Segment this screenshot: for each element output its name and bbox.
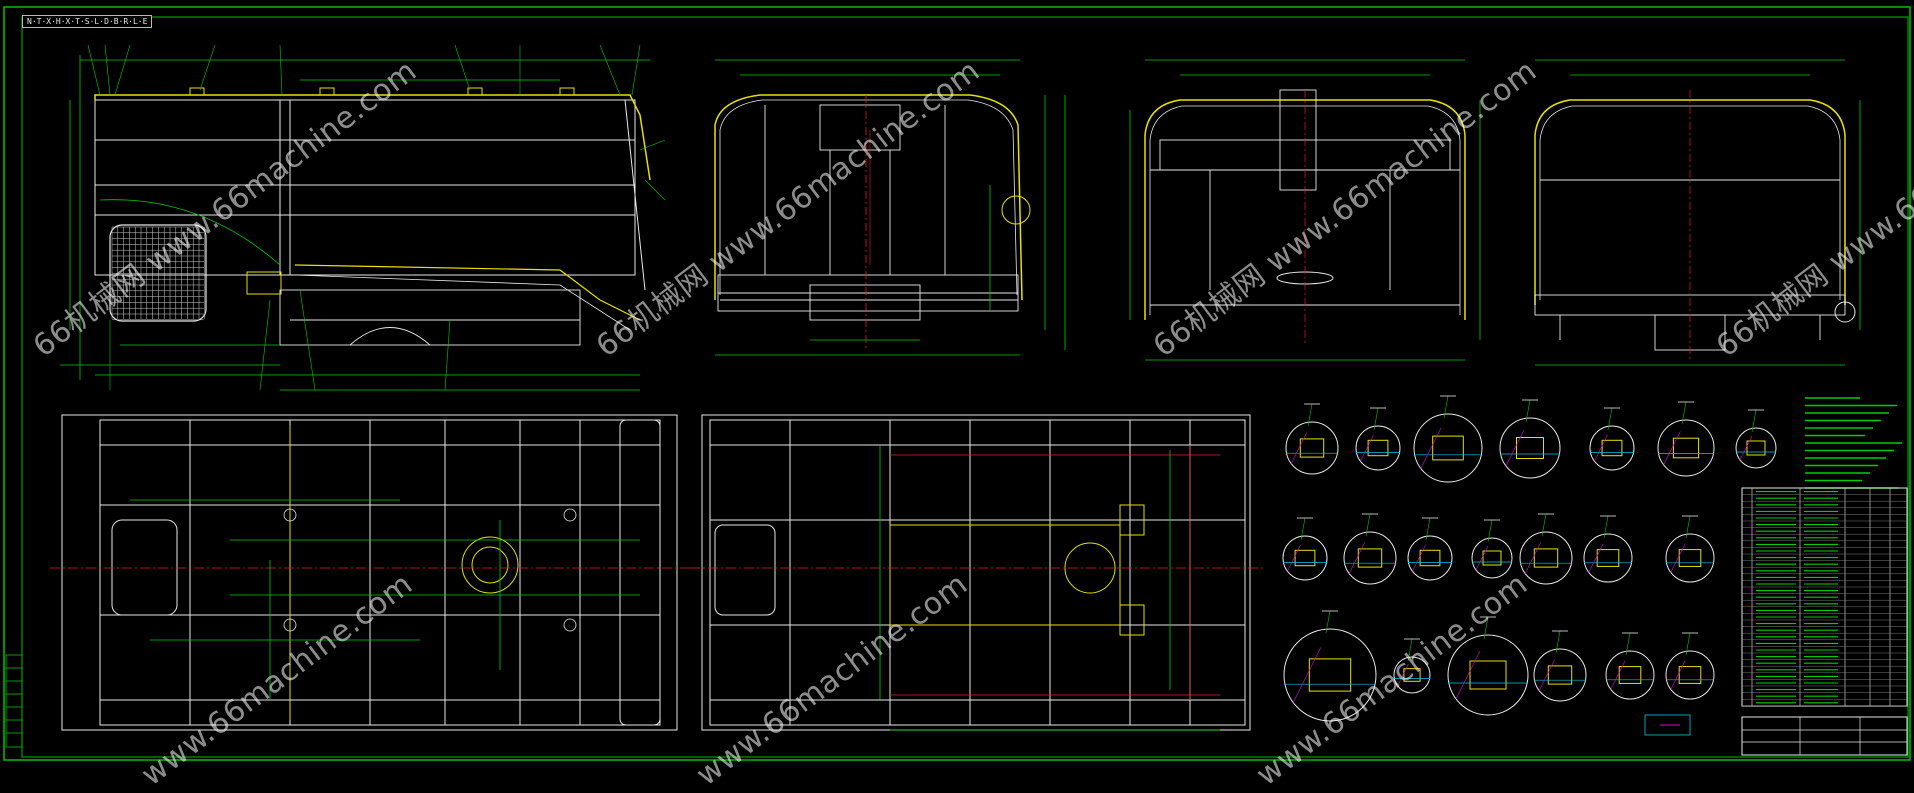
drawing-number-tag: N·T·X·H·X·T·S·L·D·B·R·L·E xyxy=(22,15,153,28)
detail-circle xyxy=(1283,610,1377,722)
detail-circle xyxy=(1343,513,1397,585)
detail-circle xyxy=(1393,638,1431,694)
detail-circle xyxy=(1519,513,1573,585)
detail-circle xyxy=(1665,515,1715,583)
technical-notes xyxy=(1805,397,1902,489)
detail-circle xyxy=(1499,399,1561,479)
floor-plan-right xyxy=(690,414,1265,731)
side-elevation-view xyxy=(60,44,666,391)
detail-circle xyxy=(1533,630,1587,702)
detail-circle xyxy=(1285,403,1339,475)
detail-circle xyxy=(1657,401,1715,477)
parts-list xyxy=(1741,487,1908,707)
detail-circle xyxy=(1447,616,1529,716)
detail-circle xyxy=(1282,517,1328,581)
rear-view xyxy=(1129,59,1481,361)
detail-circle xyxy=(1605,632,1655,700)
detail-circle xyxy=(1735,409,1777,469)
section-view xyxy=(1534,59,1861,366)
detail-circle xyxy=(1413,395,1483,483)
floor-plan-left xyxy=(50,414,700,731)
drawing-inner-border xyxy=(21,16,1909,758)
detail-circle xyxy=(1471,519,1513,579)
detail-circle xyxy=(1589,407,1635,471)
cad-drawing-canvas xyxy=(0,0,1914,765)
detail-circle xyxy=(1665,632,1715,700)
detail-circle xyxy=(1355,407,1401,471)
title-block xyxy=(1644,714,1908,756)
revision-strip xyxy=(5,654,23,748)
detail-circle xyxy=(1407,517,1453,581)
detail-circle xyxy=(1583,515,1633,583)
drawing-background xyxy=(0,0,1914,765)
front-view xyxy=(714,59,1066,356)
section-details xyxy=(1282,395,1777,722)
drawing-outer-border xyxy=(3,6,1911,761)
mesh-grill xyxy=(109,224,207,322)
